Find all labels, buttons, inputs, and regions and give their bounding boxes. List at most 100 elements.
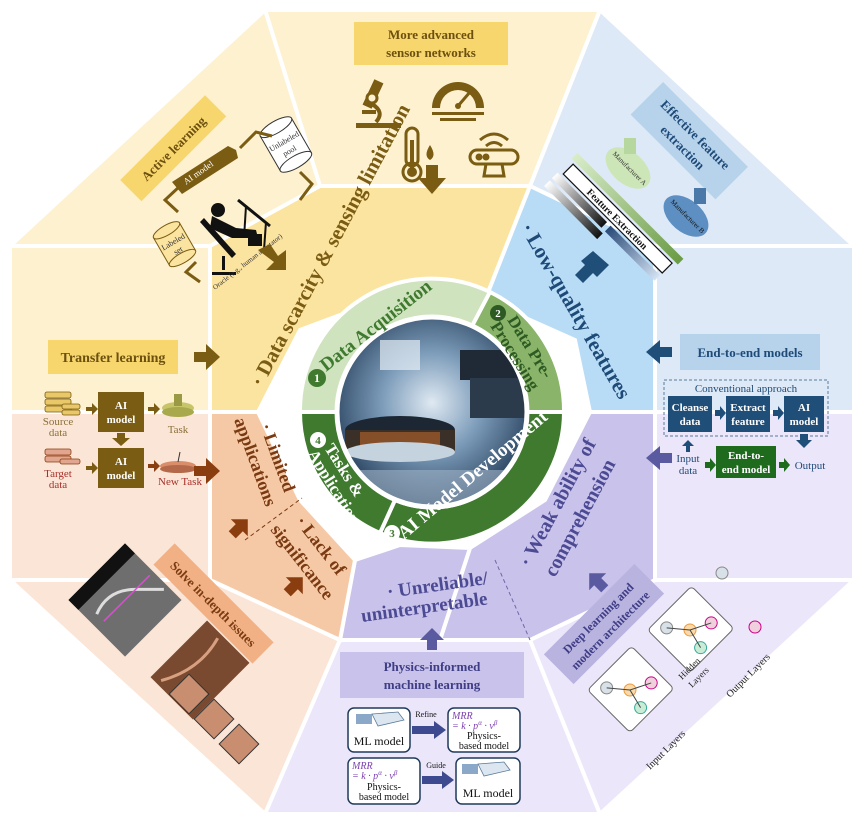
equation-1-v: · v [482, 721, 495, 732]
solution-sensor-networks: More advanced sensor networks [354, 22, 520, 194]
transfer-ai-model-2-line1: AI [115, 456, 127, 468]
step-extract-feature [726, 396, 770, 432]
arrow-step-2 [773, 406, 784, 420]
stage-4-number: 4 [315, 435, 321, 447]
physics-informed-title-line2: machine learning [384, 677, 481, 692]
refine-label: Refine [415, 710, 437, 719]
step-cleanse-data [668, 396, 712, 432]
active-learning-cycle-arrows [162, 130, 314, 284]
physics-model-1-line1: Physics- [467, 731, 501, 742]
sector-left-upper-outer [8, 244, 212, 414]
network-input-layer [588, 647, 673, 732]
divider-limited-lack [244, 497, 303, 541]
machine-tool-icon-1 [356, 711, 405, 727]
machine-tool-icon-2 [462, 761, 511, 777]
gauge-icon [432, 82, 484, 121]
sensor-networks-title-box [354, 22, 508, 65]
active-learning-title-box [120, 95, 227, 202]
arrow-step-1 [715, 406, 726, 420]
arrow-guide [422, 771, 454, 789]
physics-model-2-line2: based model [359, 792, 409, 803]
ml-model-1-label: ML model [354, 734, 405, 748]
input-data-line1: Input [676, 453, 699, 465]
step-extract-line1: Extract [730, 402, 766, 414]
transfer-ai-model-1 [98, 392, 144, 432]
equation-1-line2: = k · pα · vβ [452, 719, 498, 732]
equation-2-k: = k · p [352, 771, 378, 782]
input-data-line2: data [679, 465, 697, 477]
solution-transfer-learning: Transfer learning Source data AI model T… [43, 340, 220, 491]
end-to-end-title-box [680, 334, 820, 370]
step-ai-line2: model [790, 416, 819, 428]
target-data-line1: Target [44, 468, 72, 480]
equation-2-v: · v [382, 771, 395, 782]
physics-model-2-line1: Physics- [367, 782, 401, 793]
stage-2-number: 2 [495, 308, 501, 320]
equation-1-alpha: α [478, 719, 482, 727]
ai-model-tag [172, 146, 238, 194]
arrow-model-to-newtask [148, 460, 160, 472]
equation-1-line1: MRR [451, 711, 473, 722]
arrow-right-newtask [194, 458, 220, 484]
equation-1-k: = k · p [452, 721, 478, 732]
conventional-approach-label: Conventional approach [695, 383, 798, 395]
arrow-up-deep-learning [589, 573, 609, 593]
physics-model-box-2 [347, 757, 421, 805]
network-hidden-layer [648, 587, 733, 672]
physics-informed-title-box [340, 652, 524, 698]
transfer-learning-title-box [48, 340, 178, 374]
thermometer-icon [401, 126, 423, 183]
arrow-right-transfer [194, 344, 220, 370]
physics-informed-title-line1: Physics-informed [384, 659, 482, 674]
new-task-machine-icon [160, 451, 196, 473]
physics-model-box-1 [447, 707, 521, 753]
arrow-source-to-model [86, 403, 98, 415]
arrow-model-down-output [796, 434, 812, 448]
task-machine-icon [162, 394, 194, 417]
step-extract-line2: feature [731, 416, 765, 428]
arrow-model-to-task [148, 403, 160, 415]
transfer-ai-model-2 [98, 448, 144, 488]
in-depth-title-box [153, 543, 274, 664]
ml-model-2-label: ML model [463, 786, 514, 800]
source-data-line1: Source [43, 416, 74, 428]
solution-end-to-end: End-to-end models Conventional approach … [646, 334, 829, 478]
task-label: Task [168, 424, 189, 436]
divider-unreliable-comprehension [494, 559, 531, 641]
arrow-up-physics [420, 628, 444, 650]
arrow-left-end-to-end [646, 340, 672, 364]
deep-learning-title-box [543, 563, 665, 685]
end-to-end-title: End-to-end models [697, 345, 802, 360]
output-label: Output [795, 460, 826, 472]
guide-label: Guide [426, 761, 446, 770]
sector-right-lower-outer [653, 410, 856, 582]
transfer-ai-model-1-line1: AI [115, 400, 127, 412]
arrow-model-down [112, 433, 130, 446]
end-to-end-model-box [716, 446, 776, 478]
human-annotator-icon [200, 198, 271, 275]
stage-3-number: 3 [389, 528, 395, 540]
arrow-up-in-depth-2 [283, 577, 303, 597]
equation-2-line2: = k · pα · vβ [352, 769, 398, 782]
step-cleanse-line1: Cleanse [672, 402, 709, 414]
e2e-model-line1: End-to- [728, 450, 764, 462]
step-ai-line1: AI [798, 402, 810, 414]
unlabeled-pool-cylinder: Unlabeled pool [259, 116, 313, 173]
step-cleanse-line2: data [680, 416, 701, 428]
arrow-left-e2e-lower [646, 446, 672, 470]
sensor-networks-title-line1: More advanced [388, 27, 475, 42]
new-task-label: New Task [158, 476, 202, 488]
arrow-e2e-to-output [779, 458, 790, 472]
target-data-icon [44, 448, 81, 465]
conventional-approach-frame [663, 379, 829, 437]
equation-2-alpha: α [378, 769, 382, 777]
droplet-icon [426, 145, 434, 160]
labeled-set-cylinder: Labeled set [152, 221, 197, 268]
arrow-input-up [682, 440, 694, 452]
arrow-target-to-model [86, 462, 98, 474]
equation-1-beta: β [493, 719, 498, 727]
source-data-icon [44, 391, 81, 416]
arrow-down-sensor [418, 165, 446, 194]
e2e-model-line2: end model [722, 464, 771, 476]
